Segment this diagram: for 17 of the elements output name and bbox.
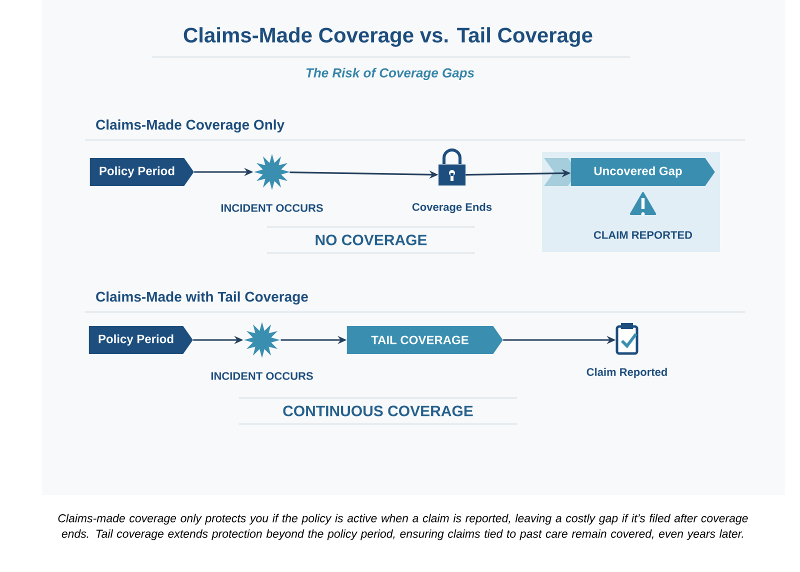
starburst-icon xyxy=(244,322,280,358)
warning-icon xyxy=(630,192,656,216)
section-heading: Claims-Made with Tail Coverage xyxy=(96,291,308,305)
section-heading: Claims-Made Coverage Only xyxy=(96,119,284,133)
icon-caption: CLAIM REPORTED xyxy=(594,231,692,239)
starburst-icon xyxy=(254,154,290,190)
coverage-band-label: NO COVERAGE xyxy=(316,234,427,246)
icon-caption: INCIDENT OCCURS xyxy=(211,372,313,380)
padlock-icon xyxy=(438,148,466,186)
icon-caption: Coverage Ends xyxy=(412,202,492,214)
caption: Claims-made coverage only protects you if the policy is active when a claim is reported, leaving a costly gap if it’s filed after coverage ends. Tail coverage extends protection beyond the policy period, ensuring claims tied to past care remain covered, even years later. xyxy=(58,514,748,540)
title: Claims-Made Coverage vs. Tail Coverage xyxy=(184,27,592,47)
coverage-band-label: CONTINUOUS COVERAGE xyxy=(283,406,473,416)
subtitle: The Risk of Coverage Gaps xyxy=(306,68,474,80)
icon-caption: Claim Reported xyxy=(586,368,667,378)
clipboard-icon xyxy=(616,323,638,355)
icon-caption: INCIDENT OCCURS xyxy=(221,204,323,212)
